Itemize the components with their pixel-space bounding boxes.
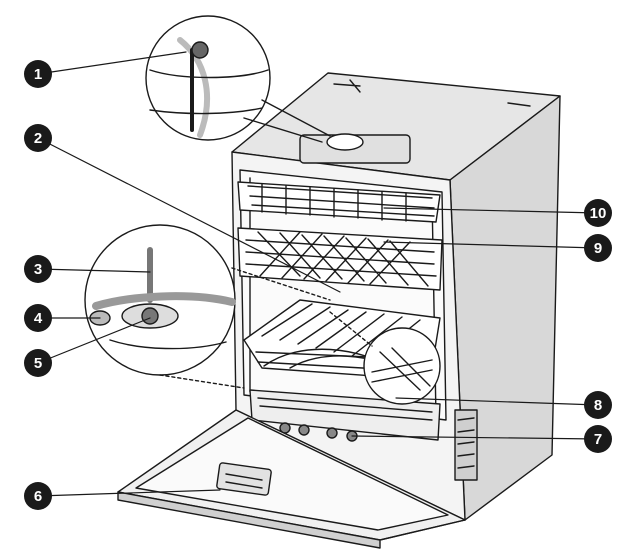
callout-number: 7 xyxy=(594,431,602,448)
callout-circle xyxy=(24,255,52,283)
callout-circle xyxy=(24,349,52,377)
callout-circle xyxy=(24,60,52,88)
leader-lines xyxy=(37,51,599,497)
detail-magnifier-basket xyxy=(329,311,441,405)
callout-number: 4 xyxy=(34,310,43,327)
callout-number: 5 xyxy=(34,355,42,372)
filter-hole-3 xyxy=(326,427,338,439)
callout-7: 7 xyxy=(584,425,612,453)
callout-3: 3 xyxy=(24,255,52,283)
callout-circle xyxy=(24,482,52,510)
callout-circle xyxy=(584,391,612,419)
callout-circle xyxy=(584,234,612,262)
callout-8: 8 xyxy=(584,391,612,419)
upper-basket xyxy=(237,227,443,291)
top-panel-slot xyxy=(333,79,531,107)
callout-number: 1 xyxy=(34,66,42,83)
callout-number: 9 xyxy=(594,240,602,257)
callout-4: 4 xyxy=(24,304,52,332)
callout-2: 2 xyxy=(24,124,52,152)
callout-circle xyxy=(24,304,52,332)
callout-number: 8 xyxy=(594,397,602,414)
callout-circle xyxy=(584,425,612,453)
callout-number: 2 xyxy=(34,130,42,147)
side-vent-lines xyxy=(457,417,475,469)
callout-9: 9 xyxy=(584,234,612,262)
callout-badges: 1 2 3 4 5 6 7 8 9 10 xyxy=(24,60,612,510)
callout-6: 6 xyxy=(24,482,52,510)
detail-magnifier-top xyxy=(145,15,331,143)
top-inlet-ring xyxy=(326,133,364,151)
callout-number: 3 xyxy=(34,261,42,278)
callout-number: 10 xyxy=(590,205,607,222)
callout-circle xyxy=(584,199,612,227)
callout-5: 5 xyxy=(24,349,52,377)
filter-hole-2 xyxy=(298,424,310,436)
callout-1: 1 xyxy=(24,60,52,88)
callout-number: 6 xyxy=(34,488,42,505)
callout-circle xyxy=(24,124,52,152)
side-panel-vent xyxy=(454,409,478,481)
callout-10: 10 xyxy=(584,199,612,227)
dishwasher-door xyxy=(117,409,466,549)
cutlery-tray xyxy=(237,181,441,223)
